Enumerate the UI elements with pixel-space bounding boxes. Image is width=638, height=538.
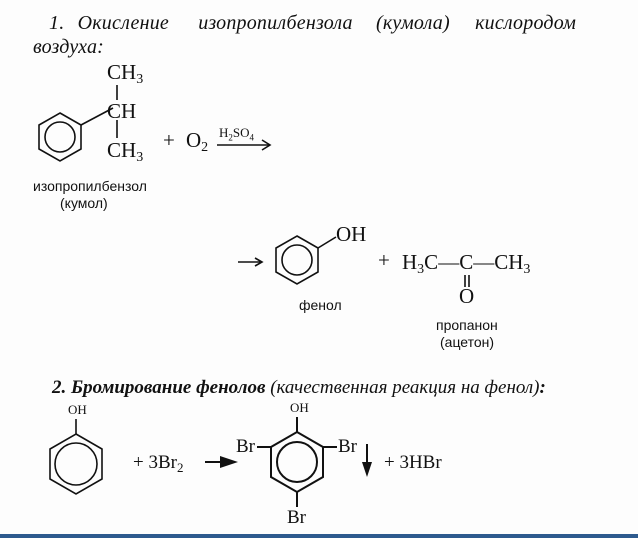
cumene-name: изопропилбензол <box>33 178 147 194</box>
cumene-bottom-ch3: CH3 <box>107 138 144 165</box>
title-word-2: изопропилбензола <box>198 12 353 34</box>
phenol-ring-product <box>275 235 319 285</box>
acetone-name: пропанон <box>436 317 498 333</box>
tribromophenol-ring <box>270 430 324 494</box>
title-word-1: Окисление <box>77 12 169 34</box>
section-1-number: 1. <box>49 12 65 34</box>
phenol-oh-label: OH <box>336 222 367 246</box>
section-1-title-line2: воздуха: <box>33 36 105 58</box>
plus-sign-2: + <box>378 248 390 272</box>
cumene-benzene-ring <box>38 112 82 162</box>
oxygen-reagent: O2 <box>186 128 209 155</box>
phenol-ring-reactant <box>49 433 103 495</box>
precipitate-down-arrow-icon <box>362 444 372 477</box>
reaction-arrow-1b <box>238 257 264 267</box>
cumene-alt-name: (кумол) <box>60 195 108 211</box>
product-br-right: Br <box>338 436 357 457</box>
product-oh-label: OH <box>290 400 309 415</box>
section-2-title-italic: (качественная реакция на фенол) <box>270 377 540 398</box>
section-2-title: 2. Бромирование фенолов (качественная ре… <box>52 377 546 398</box>
phenol-name: фенол <box>299 297 342 313</box>
product-br-bottom: Br <box>287 507 306 528</box>
plus-sign-1: + <box>163 128 175 152</box>
reaction-arrow-1 <box>217 139 272 151</box>
section-2-number: 2. <box>52 377 67 398</box>
product-br-left: Br <box>236 436 255 457</box>
acetone-oxygen: O <box>459 284 475 308</box>
phenol-oh-bond <box>317 236 337 249</box>
reactant-oh-label: OH <box>68 402 87 417</box>
cumene-top-ch3: CH3 <box>107 60 144 87</box>
section-2-title-bold: Бромирование фенолов <box>71 377 266 398</box>
acetone-alt-name: (ацетон) <box>440 334 495 350</box>
bromine-reagent: + 3Br2 <box>133 452 184 475</box>
title-word-3: (кумола) <box>375 12 450 34</box>
title-word-4: кислородом <box>475 12 577 34</box>
section-1-title: 1. Окисление изопропилбензола (кумола) к… <box>49 12 576 34</box>
hbr-byproduct: + 3HBr <box>384 452 442 473</box>
cumene-ring-ch-bond <box>80 107 114 126</box>
cumene-middle-ch: CH <box>107 99 137 123</box>
bottom-border <box>0 534 638 538</box>
catalyst-h2so4: H2SO4 <box>219 125 255 143</box>
acetone-formula: H3C—C—CH3 <box>402 250 531 277</box>
reaction-arrow-2 <box>205 456 238 468</box>
